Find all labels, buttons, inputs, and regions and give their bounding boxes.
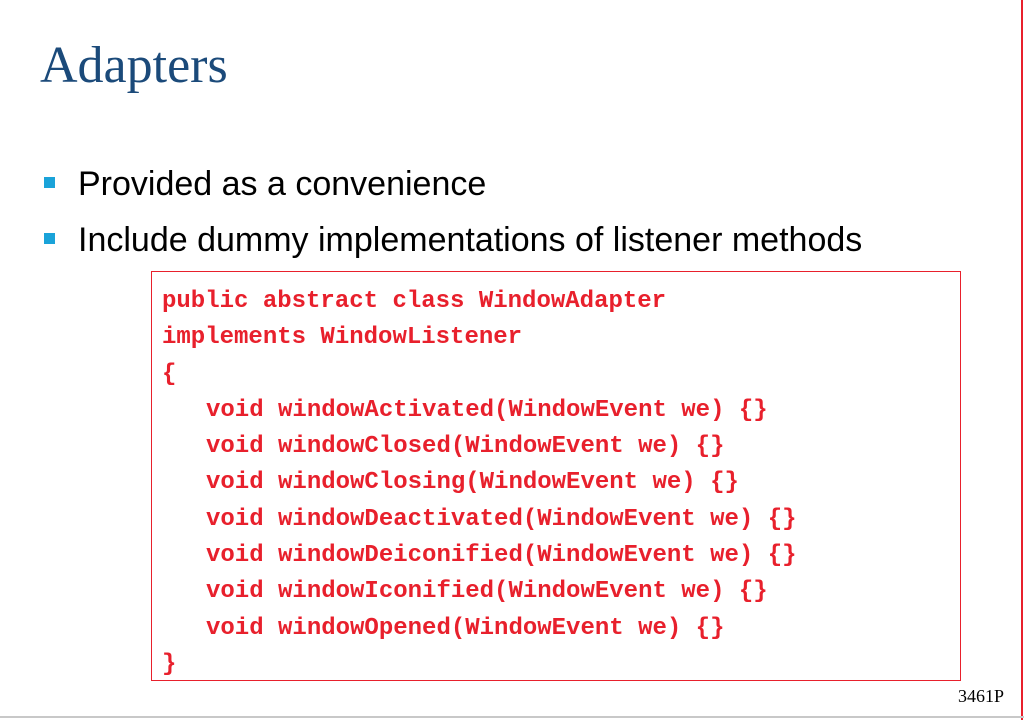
code-line: implements WindowListener [162, 324, 523, 352]
slide-bottom-rule [0, 716, 1024, 718]
slide-right-border [1021, 0, 1023, 720]
square-bullet-icon [44, 177, 55, 188]
slide-footer-label: 3461P [957, 686, 1004, 706]
code-line: void windowIconified(WindowEvent we) {} [206, 578, 768, 606]
slide-title: Adapters [40, 37, 228, 94]
code-line: void windowDeactivated(WindowEvent we) {… [206, 505, 797, 533]
bullet-item: Include dummy implementations of listene… [40, 212, 862, 268]
code-line: void windowClosing(WindowEvent we) {} [206, 469, 739, 497]
square-bullet-icon [44, 233, 55, 244]
code-line: { [162, 360, 177, 388]
bullet-item: Provided as a convenience [40, 156, 862, 212]
code-line: void windowDeiconified(WindowEvent we) {… [206, 542, 797, 570]
code-line: public abstract class WindowAdapter [162, 288, 667, 315]
bullet-text: Provided as a convenience [78, 165, 487, 203]
code-block: public abstract class WindowAdapter impl… [151, 271, 961, 681]
bullet-text: Include dummy implementations of listene… [78, 221, 863, 259]
code-line: } [162, 650, 177, 678]
bullet-list: Provided as a convenience Include dummy … [40, 156, 862, 268]
code-line: void windowOpened(WindowEvent we) {} [206, 614, 725, 642]
code-line: void windowActivated(WindowEvent we) {} [206, 396, 768, 424]
code-line: void windowClosed(WindowEvent we) {} [206, 433, 725, 461]
